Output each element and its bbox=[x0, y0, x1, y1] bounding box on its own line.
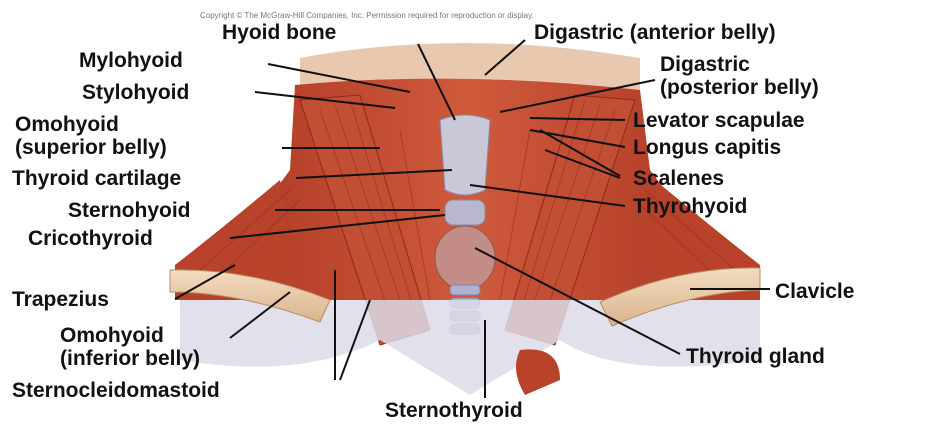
thyroid-cartilage-shape bbox=[440, 115, 490, 195]
label-thyrohyoid: Thyrohyoid bbox=[633, 196, 747, 217]
label-clavicle: Clavicle bbox=[775, 281, 854, 302]
label-trapezius: Trapezius bbox=[12, 289, 109, 310]
label-thyroid-gland: Thyroid gland bbox=[686, 346, 825, 367]
label-omohyoid-inferior-line2: (inferior belly) bbox=[60, 348, 200, 369]
label-digastric-anterior: Digastric (anterior belly) bbox=[534, 22, 776, 43]
first-rib-shape bbox=[516, 349, 560, 395]
label-mylohyoid: Mylohyoid bbox=[79, 50, 183, 71]
label-digastric-posterior-line1: Digastric bbox=[660, 54, 750, 75]
label-sternohyoid: Sternohyoid bbox=[68, 200, 191, 221]
label-sternocleidomastoid: Sternocleidomastoid bbox=[12, 380, 220, 401]
label-digastric-posterior-line2: (posterior belly) bbox=[660, 77, 819, 98]
cricoid-shape bbox=[445, 200, 485, 225]
label-thyroid-cartilage: Thyroid cartilage bbox=[12, 168, 181, 189]
label-stylohyoid: Stylohyoid bbox=[82, 82, 189, 103]
label-longus-capitis: Longus capitis bbox=[633, 137, 781, 158]
label-omohyoid-superior-line1: Omohyoid bbox=[15, 114, 119, 135]
label-levator-scapulae: Levator scapulae bbox=[633, 110, 805, 131]
label-omohyoid-inferior-line1: Omohyoid bbox=[60, 325, 164, 346]
label-cricothyroid: Cricothyroid bbox=[28, 228, 153, 249]
thyroid-gland-shape bbox=[435, 226, 495, 290]
base-fascia bbox=[180, 300, 760, 395]
copyright-notice: Copyright © The McGraw-Hill Companies, I… bbox=[200, 11, 534, 20]
label-sternothyroid: Sternothyroid bbox=[385, 400, 523, 421]
label-scalenes: Scalenes bbox=[633, 168, 724, 189]
label-omohyoid-superior-line2: (superior belly) bbox=[15, 137, 167, 158]
label-hyoid-bone: Hyoid bone bbox=[222, 22, 336, 43]
